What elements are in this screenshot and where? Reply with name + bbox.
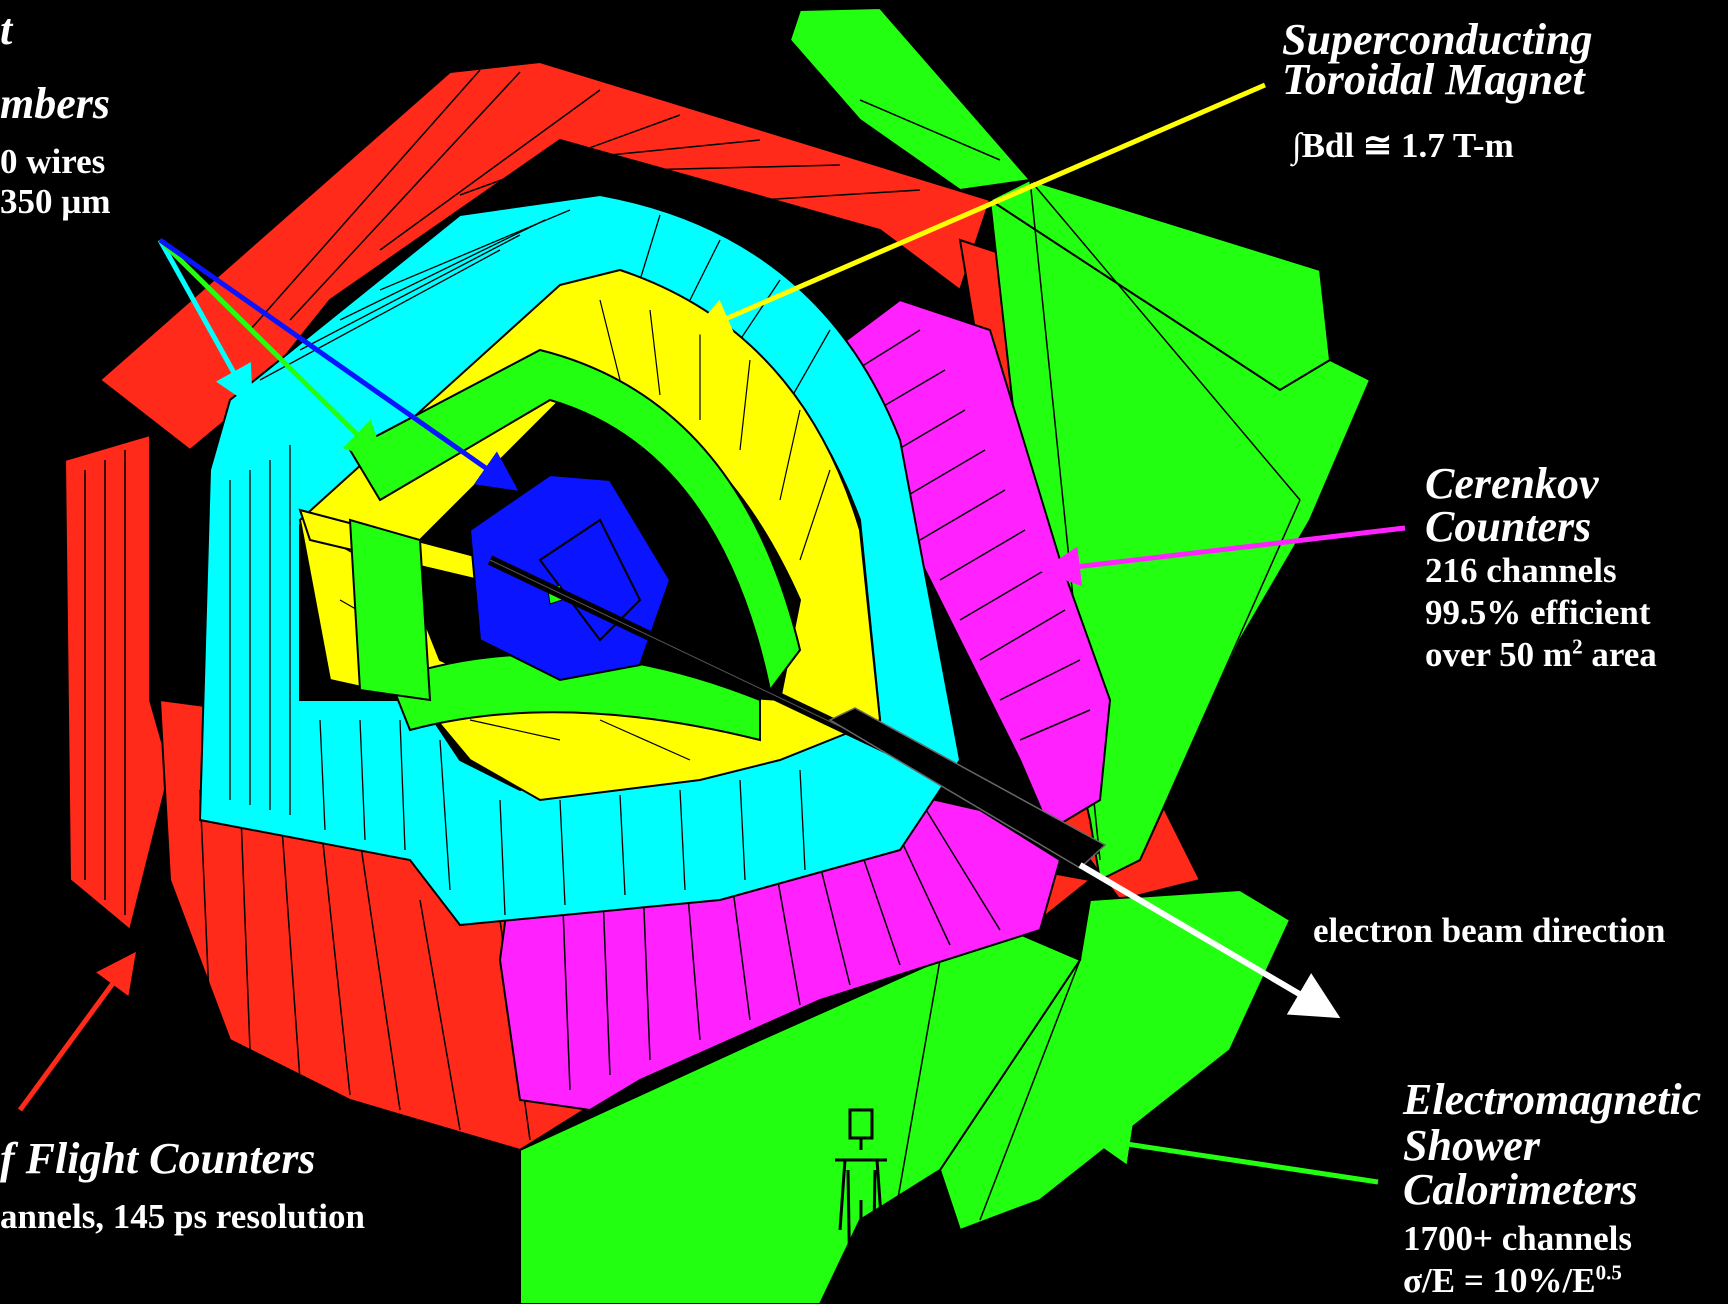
calorimeter-bottom <box>519 928 1082 1304</box>
tof-left-sector <box>63 433 172 932</box>
magnet-title-2: Toroidal Magnet <box>1282 55 1585 104</box>
cerenkov-detail-1: 216 channels <box>1425 551 1617 590</box>
cerenkov-detail-3: over 50 m2 area <box>1425 634 1657 674</box>
cerenkov-title-1: Cerenkov <box>1425 459 1599 508</box>
drift-chambers-detail-2: 350 µm <box>0 182 111 221</box>
callout-arrows <box>17 82 1406 1185</box>
drift-chamber-wire-lines <box>229 209 831 916</box>
beam-magnet-cylinder <box>828 707 1107 869</box>
calorimeter-arrow <box>1090 1124 1379 1185</box>
tof-arrow <box>17 951 136 1112</box>
magnet-coil-lines <box>329 299 831 761</box>
inner-tracker-face <box>538 518 642 642</box>
beam-direction-arrow <box>1078 862 1341 1019</box>
magnet-field-integral: ∫Bdl ≅ 1.7 T-m <box>1292 126 1514 165</box>
cerenkov-detail-2: 99.5% efficient <box>1425 593 1651 632</box>
beam-direction-label: electron beam direction <box>1313 911 1666 950</box>
inner-arc-left <box>348 518 432 702</box>
beamline <box>487 555 1107 869</box>
calorimeter-title-2: Shower <box>1403 1121 1540 1170</box>
calorimeter-top <box>788 6 1032 192</box>
calorimeter-detail-1: 1700+ channels <box>1403 1219 1633 1258</box>
person-scale-figure <box>835 1108 887 1291</box>
drift-chambers-title-2: mbers <box>0 79 110 128</box>
inner-arc-lower <box>388 653 761 742</box>
drift-chambers-title-1: t <box>0 5 13 54</box>
calorimeter-title-3: Calorimeters <box>1403 1165 1638 1214</box>
tof-upper-sector <box>98 60 992 452</box>
calorimeter-title-1: Electromagnetic <box>1403 1075 1702 1124</box>
calorimeter-edges <box>859 99 1301 1301</box>
tof-detail: annels, 145 ps resolution <box>0 1197 365 1236</box>
cerenkov-arrow <box>1040 525 1406 587</box>
drift-arrow-green <box>158 238 386 463</box>
magnet-arrow <box>690 82 1266 337</box>
drift-arrow-cyan <box>157 238 253 407</box>
cerenkov-segment-lines <box>559 329 1091 1091</box>
tof-title: f Flight Counters <box>0 1134 316 1183</box>
drift-arrow-blue <box>158 237 519 491</box>
calorimeter-detail-2: σ/E = 10%/E0.5 <box>1403 1260 1622 1300</box>
drift-chambers-detail-1: 0 wires <box>0 142 106 181</box>
inner-tracker <box>468 473 672 682</box>
inner-green-arcs <box>348 348 802 742</box>
inner-arc-upper <box>348 348 802 693</box>
cerenkov-title-2: Counters <box>1425 502 1592 551</box>
magnet-title-1: Superconducting <box>1282 15 1593 64</box>
